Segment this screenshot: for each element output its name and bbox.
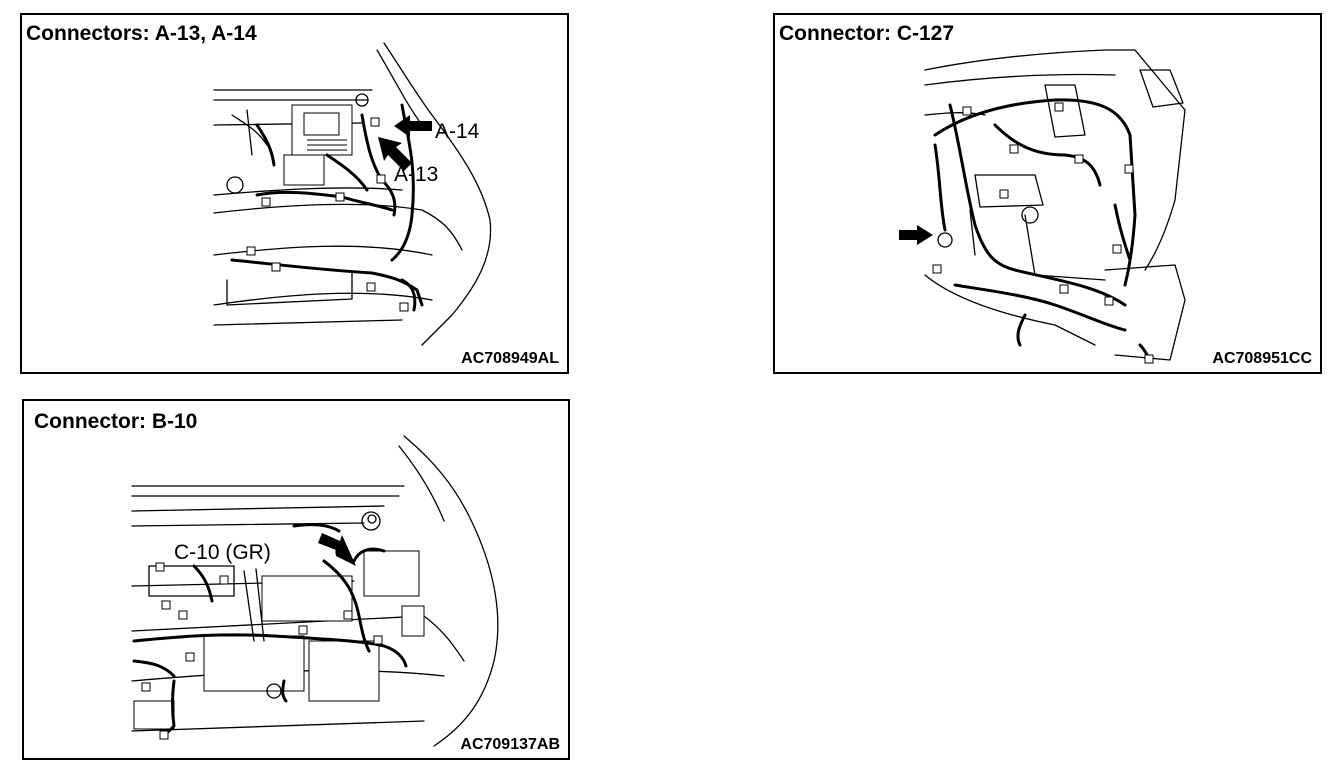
pointer-arrow-icon	[378, 137, 412, 171]
instrument-panel-drawing	[899, 49, 1186, 364]
pointer-arrow-icon	[318, 533, 356, 566]
callout-c10-gr: C-10 (GR)	[174, 541, 271, 564]
engine-bay-drawing: C-10 (GR)	[131, 435, 499, 747]
pointer-arrow-icon	[899, 225, 933, 245]
figure-code: AC708951CC	[1212, 350, 1312, 367]
panel-title: Connector: B-10	[34, 410, 198, 433]
figure-code: AC708949AL	[461, 350, 559, 367]
panel-connector-b10: Connector: B-10	[22, 399, 570, 760]
panel-connectors-a13-a14: Connectors: A-13, A-14	[20, 13, 569, 374]
callout-a13: A-13	[394, 163, 438, 186]
engine-bay-drawing: A-14 A-13	[213, 42, 492, 346]
figure-code: AC709137AB	[460, 736, 560, 753]
callout-a14: A-14	[435, 120, 480, 143]
panel-connector-c127: Connector: C-127	[773, 13, 1322, 374]
panel-title: Connectors: A-13, A-14	[26, 22, 257, 45]
pointer-arrow-icon	[394, 115, 432, 137]
panel-title: Connector: C-127	[779, 22, 955, 45]
